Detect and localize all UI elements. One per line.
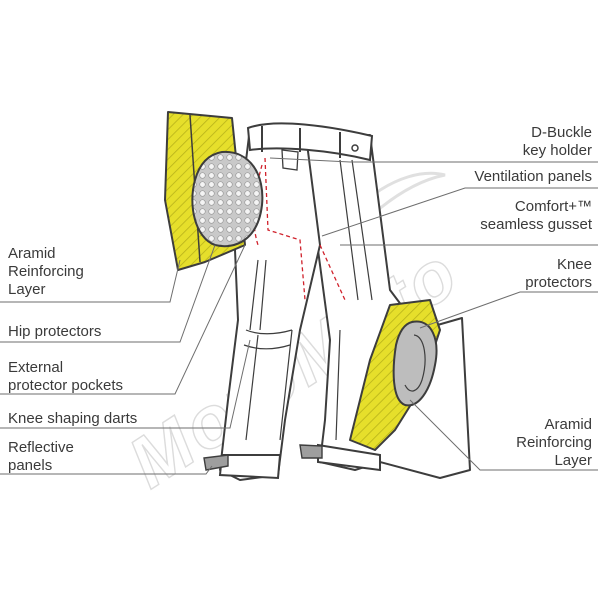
label-knee-darts: Knee shaping darts <box>8 410 138 427</box>
waist-button <box>351 144 359 152</box>
ventilation-dashes <box>253 157 346 301</box>
hip-protector <box>191 150 264 248</box>
leader-d-buckle <box>269 157 598 163</box>
leader-reflective <box>0 465 213 475</box>
watermark-swoosh <box>359 171 446 217</box>
back-leg <box>299 134 471 479</box>
leader-lines <box>0 157 598 475</box>
knee-darts <box>243 329 293 350</box>
leader-external-pockets <box>0 244 246 395</box>
leader-knee-darts <box>0 339 251 429</box>
label-aramid-right: Aramid Reinforcing Layer <box>516 416 592 469</box>
knee-protector-inner <box>404 334 426 392</box>
belt-loops <box>261 126 341 158</box>
leader-hip <box>0 244 216 343</box>
label-ventilation-panels: Ventilation panels <box>474 168 592 185</box>
leader-ventilation <box>321 187 598 237</box>
back-leg-seams <box>335 159 373 441</box>
knee-protector <box>392 320 438 407</box>
label-external-pockets: External protector pockets <box>8 359 124 394</box>
leader-aramid-left <box>0 259 181 303</box>
coin-pocket <box>281 149 299 171</box>
front-leg-hem <box>218 454 282 480</box>
leader-knee-protectors <box>419 291 598 329</box>
reflective-panel-back <box>299 444 323 459</box>
leader-aramid-right <box>409 399 598 471</box>
label-hip-protectors: Hip protectors <box>8 323 102 340</box>
front-leg-seams <box>245 259 293 441</box>
label-d-buckle: D-Buckle key holder <box>522 124 592 159</box>
label-seamless-gusset: Comfort+™ seamless gusset <box>480 198 592 233</box>
label-knee-protectors: Knee protectors <box>525 256 592 291</box>
label-aramid-left: Aramid Reinforcing Layer <box>8 245 84 298</box>
reflective-panel-front <box>203 454 229 471</box>
label-reflective-panels: Reflective panels <box>8 439 74 474</box>
